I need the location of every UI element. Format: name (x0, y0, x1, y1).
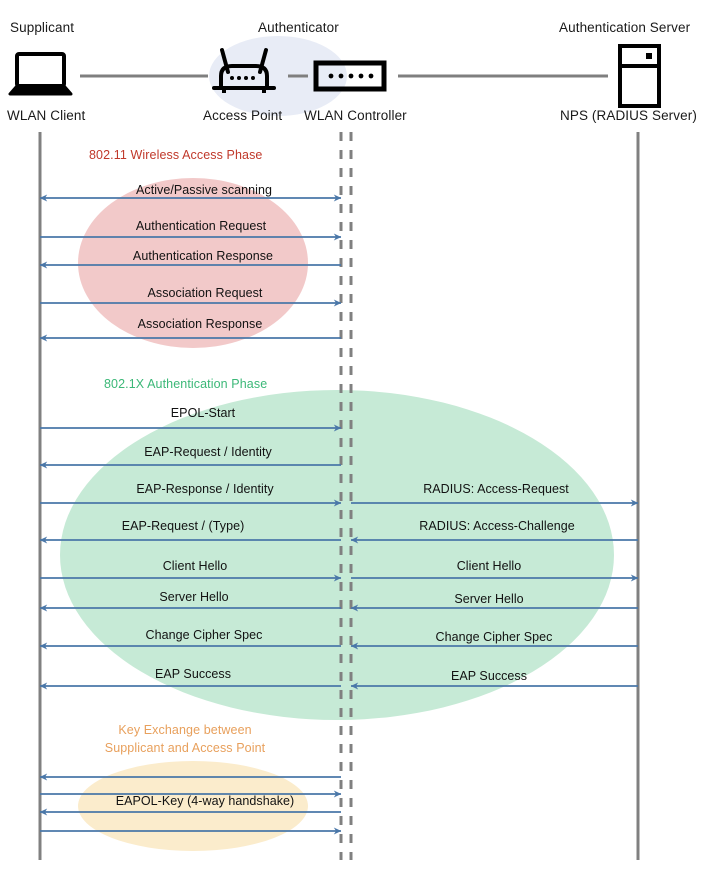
arrows-phase-80211 (39, 194, 342, 342)
phase-title-8021x: 802.1X Authentication Phase (104, 377, 268, 391)
message-label-radius-access-challenge: RADIUS: Access-Challenge (419, 519, 575, 533)
phase-8021x-ellipse (60, 390, 614, 720)
actor-device-access-point: Access Point (203, 108, 283, 123)
message-label-eapol-key-4way-handshake: EAPOL-Key (4-way handshake) (115, 794, 295, 808)
message-label-association-response: Association Response (137, 317, 263, 331)
arrows-phase-keyexchange (39, 773, 342, 835)
server-icon (618, 44, 661, 108)
message-label-client-hello-left: Client Hello (162, 559, 228, 573)
phase-title-keyexchange-line1: Key Exchange between (118, 723, 252, 737)
message-label-server-hello-left: Server Hello (159, 590, 229, 604)
authenticator-highlight-ellipse (209, 36, 347, 116)
message-label-active-passive-scanning: Active/Passive scanning (136, 183, 272, 197)
message-label-eap-response-identity: EAP-Response / Identity (136, 482, 274, 496)
actor-device-wlan-controller: WLAN Controller (304, 108, 407, 123)
message-label-server-hello-right: Server Hello (454, 592, 524, 606)
phase-title-80211: 802.11 Wireless Access Phase (89, 148, 263, 162)
message-label-change-cipher-spec-left: Change Cipher Spec (145, 628, 263, 642)
message-label-eap-request-identity: EAP-Request / Identity (144, 445, 272, 459)
message-label-radius-access-request: RADIUS: Access-Request (423, 482, 569, 496)
phase-keyexchange-ellipse (78, 761, 308, 851)
actor-device-nps-radius-server: NPS (RADIUS Server) (560, 108, 697, 123)
message-label-eap-success-left: EAP Success (154, 667, 232, 681)
actor-device-wlan-client: WLAN Client (7, 108, 86, 123)
message-label-eap-request-type: EAP-Request / (Type) (121, 519, 245, 533)
laptop-icon (8, 52, 73, 96)
message-label-authentication-request: Authentication Request (135, 219, 267, 233)
message-label-change-cipher-spec-right: Change Cipher Spec (435, 630, 553, 644)
message-label-client-hello-right: Client Hello (456, 559, 522, 573)
access-point-icon (212, 48, 276, 93)
phase-title-keyexchange-line2: Supplicant and Access Point (104, 741, 266, 755)
wlan-controller-icon (313, 60, 387, 92)
actor-role-supplicant: Supplicant (10, 20, 75, 35)
actor-role-authenticator: Authenticator (258, 20, 339, 35)
message-label-authentication-response: Authentication Response (132, 249, 274, 263)
message-label-eap-success-right: EAP Success (450, 669, 528, 683)
arrows-phase-8021x-right (350, 499, 639, 690)
arrows-phase-8021x-left (39, 424, 342, 690)
message-label-epol-start: EPOL-Start (170, 406, 236, 420)
actor-role-authentication-server: Authentication Server (559, 20, 691, 35)
phase-title-keyexchange: Key Exchange between Supplicant and Acce… (90, 721, 280, 757)
phase-80211-ellipse (78, 178, 308, 348)
message-label-association-request: Association Request (147, 286, 263, 300)
